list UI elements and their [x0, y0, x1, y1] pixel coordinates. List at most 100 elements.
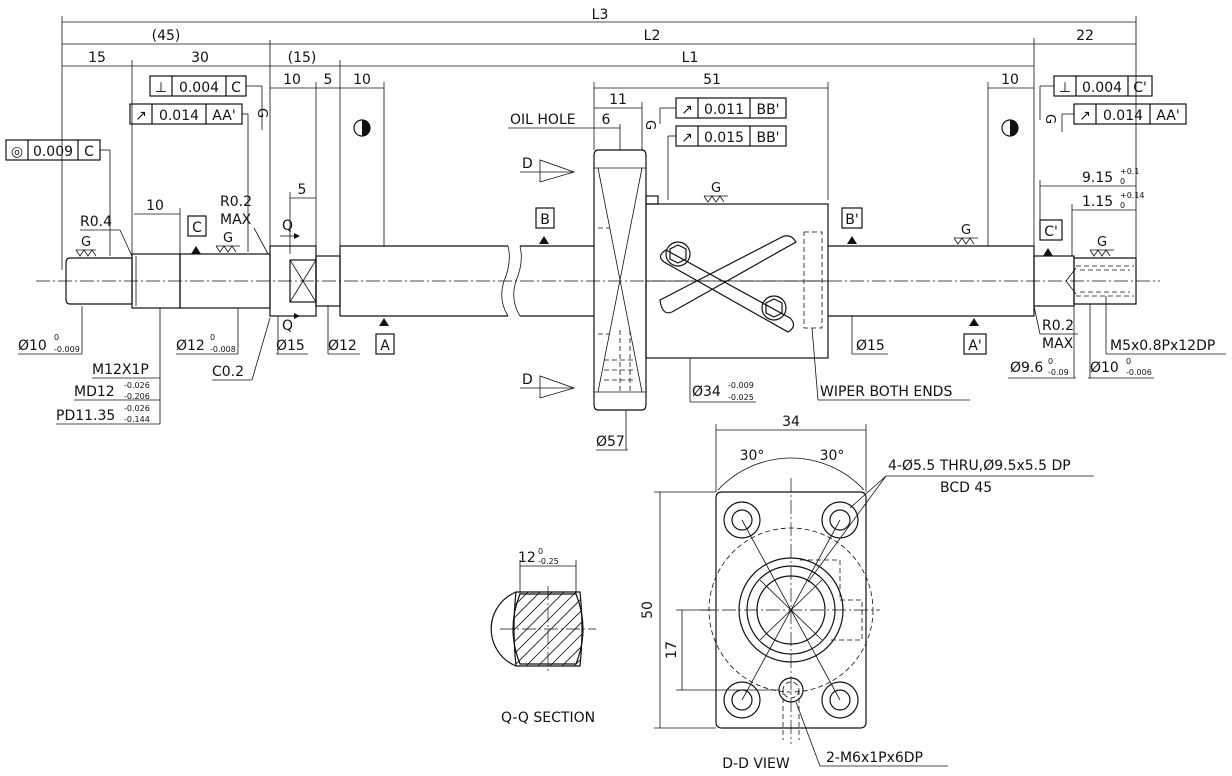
- svg-text:R0.2: R0.2: [1042, 318, 1074, 334]
- svg-text:-0.09: -0.09: [1048, 368, 1069, 377]
- svg-text:0.009: 0.009: [33, 144, 73, 160]
- svg-text:0: 0: [54, 333, 59, 342]
- svg-text:AA': AA': [1156, 108, 1179, 124]
- svg-text:Ø15: Ø15: [856, 338, 885, 354]
- oil-hole-label: OIL HOLE: [510, 112, 576, 128]
- svg-text:-0.026: -0.026: [124, 404, 150, 413]
- svg-text:34: 34: [782, 414, 800, 430]
- svg-text:C0.2: C0.2: [212, 364, 244, 380]
- datums: C B B' C' A A': [187, 207, 1063, 355]
- svg-text:BB': BB': [756, 102, 779, 118]
- qq-section-label: Q-Q SECTION: [501, 710, 595, 726]
- qq-section: 12 0 -0.25 Q-Q SECTION: [490, 547, 596, 726]
- dim-45: (45): [152, 28, 181, 44]
- dim-10c: 10: [1001, 72, 1019, 88]
- dim-51: 51: [703, 72, 721, 88]
- svg-text:MD12: MD12: [74, 384, 115, 400]
- svg-text:M12X1P: M12X1P: [92, 362, 149, 378]
- dd-view-label: D-D VIEW: [722, 756, 790, 772]
- dim-10d: 10: [146, 198, 164, 214]
- datum-C2: C': [1044, 224, 1058, 240]
- svg-text:PD11.35: PD11.35: [56, 408, 115, 424]
- svg-text:0: 0: [1126, 357, 1131, 366]
- svg-text:0.004: 0.004: [179, 80, 219, 96]
- datum-A: A: [380, 338, 390, 354]
- svg-text:G: G: [961, 223, 971, 238]
- dim-6: 6: [602, 112, 611, 128]
- dim-5a: 5: [324, 72, 333, 88]
- svg-text:R0.4: R0.4: [80, 214, 112, 230]
- svg-text:⊥: ⊥: [155, 80, 167, 96]
- m6-note: 2-M6x1Px6DP: [826, 750, 923, 766]
- svg-text:0.004: 0.004: [1082, 80, 1122, 96]
- svg-text:-0.009: -0.009: [54, 345, 80, 354]
- svg-text:↗: ↗: [681, 130, 693, 146]
- dim-L3: L3: [592, 7, 609, 23]
- svg-text:0: 0: [538, 547, 543, 556]
- svg-text:AA': AA': [212, 108, 235, 124]
- svg-text:-0.25: -0.25: [538, 557, 559, 566]
- svg-text:G: G: [223, 231, 233, 246]
- svg-text:-0.144: -0.144: [124, 415, 150, 424]
- tolerance-frames: ⊥ 0.004 C ↗ 0.014 AA' ◎ 0.009 C ↗ 0.011 …: [5, 75, 1187, 256]
- svg-text:G: G: [81, 235, 91, 250]
- svg-text:9.15: 9.15: [1082, 170, 1113, 186]
- svg-text:WIPER BOTH ENDS: WIPER BOTH ENDS: [820, 384, 952, 400]
- bcd-note: BCD 45: [940, 480, 992, 496]
- svg-text:G: G: [1097, 235, 1107, 250]
- svg-text:-0.026: -0.026: [124, 381, 150, 390]
- dim-22: 22: [1076, 28, 1094, 44]
- dd-view: 34 30° 30° 50 17 4-Ø5.5 THRU,Ø9.5x5.5 DP…: [640, 414, 1094, 772]
- dim-15p: (15): [288, 50, 317, 66]
- dim-5b: 5: [298, 182, 307, 198]
- svg-text:-0.006: -0.006: [1126, 368, 1152, 377]
- svg-text:30°: 30°: [740, 448, 765, 464]
- dimension-chains: L3 (45) L2 22 15 30 (15) L1 10 5 10 51 1…: [61, 7, 1137, 270]
- svg-text:-0.009: -0.009: [728, 381, 754, 390]
- svg-text:MAX: MAX: [1042, 336, 1074, 352]
- svg-text:0.014: 0.014: [1103, 108, 1143, 124]
- svg-text:0.014: 0.014: [159, 108, 199, 124]
- svg-text:BB': BB': [756, 130, 779, 146]
- svg-text:12: 12: [518, 550, 536, 566]
- svg-text:Ø15: Ø15: [276, 338, 305, 354]
- svg-text:R0.2: R0.2: [220, 194, 252, 210]
- svg-text:-0.206: -0.206: [124, 392, 150, 401]
- svg-text:-0.008: -0.008: [210, 345, 236, 354]
- svg-text:+0.1: +0.1: [1120, 167, 1139, 176]
- svg-text:D: D: [522, 372, 533, 388]
- dim-11: 11: [609, 92, 627, 108]
- svg-text:0.015: 0.015: [704, 130, 744, 146]
- svg-text:⊥: ⊥: [1059, 80, 1071, 96]
- svg-text:50: 50: [640, 601, 656, 619]
- svg-text:G: G: [254, 108, 269, 118]
- svg-text:Ø12: Ø12: [176, 338, 205, 354]
- dim-10a: 10: [283, 72, 301, 88]
- svg-text:↗: ↗: [681, 102, 693, 118]
- svg-text:Ø12: Ø12: [328, 338, 357, 354]
- svg-text:M5x0.8Px12DP: M5x0.8Px12DP: [1110, 338, 1215, 354]
- screw-shaft: [36, 245, 1160, 317]
- svg-text:C: C: [84, 144, 94, 160]
- svg-text:G: G: [1042, 114, 1057, 124]
- svg-text:↗: ↗: [135, 108, 147, 124]
- svg-text:1.15: 1.15: [1082, 194, 1113, 210]
- dim-30: 30: [191, 50, 209, 66]
- svg-text:G: G: [711, 181, 721, 196]
- svg-text:0.011: 0.011: [704, 102, 744, 118]
- holes-note: 4-Ø5.5 THRU,Ø9.5x5.5 DP: [888, 458, 1071, 474]
- svg-text:◎: ◎: [11, 144, 23, 160]
- svg-text:Ø57: Ø57: [596, 434, 625, 450]
- svg-text:C: C: [231, 80, 241, 96]
- return-tube: [659, 235, 797, 333]
- datum-B: B: [540, 212, 550, 228]
- svg-text:Ø34: Ø34: [692, 384, 721, 400]
- svg-text:17: 17: [664, 641, 680, 659]
- svg-text:Q: Q: [282, 318, 293, 334]
- svg-text:0: 0: [1120, 201, 1125, 210]
- svg-text:+0.14: +0.14: [1120, 191, 1145, 200]
- dim-L2: L2: [644, 28, 661, 44]
- datum-A2: A': [968, 338, 981, 354]
- svg-text:Ø9.6: Ø9.6: [1010, 360, 1043, 376]
